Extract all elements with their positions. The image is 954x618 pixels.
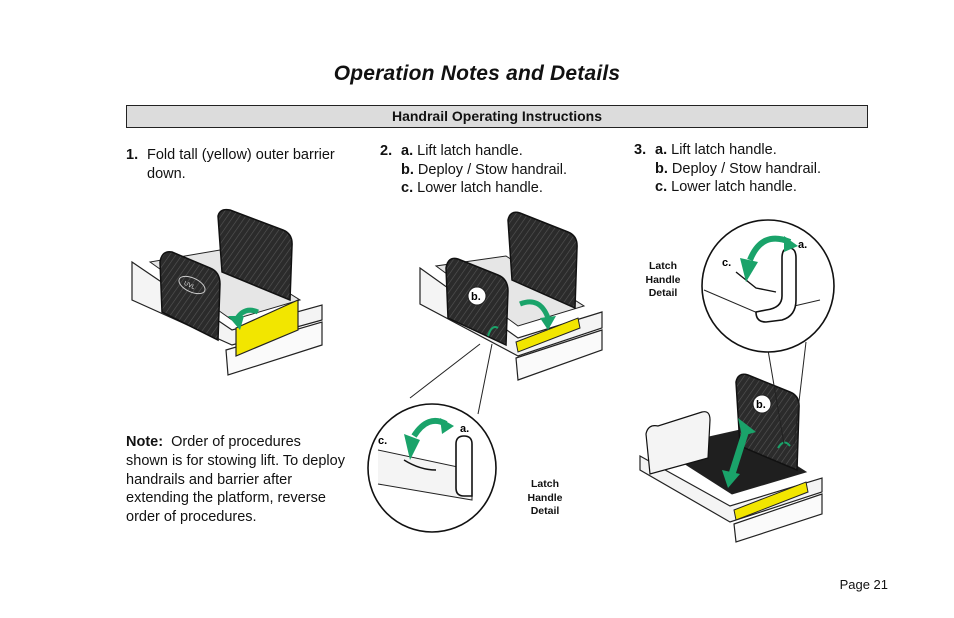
step-item-letter: a. xyxy=(401,143,414,159)
handrail-arrow-down-icon xyxy=(722,470,740,488)
rear-handrail-panel xyxy=(735,373,800,472)
detail-label-line: Detail xyxy=(530,505,560,517)
leader-line xyxy=(409,343,481,399)
callout-a: a. xyxy=(460,423,469,435)
leader-line xyxy=(793,341,807,445)
latch-arrow-icon xyxy=(487,326,499,337)
side-handrail-panel xyxy=(645,411,711,475)
step-item-letter: a. xyxy=(655,142,668,158)
step-2: 2. a. Lift latch handle. b. Deploy / Stow… xyxy=(380,142,567,198)
fold-arrow-head-icon xyxy=(228,316,244,330)
callout-c: c. xyxy=(722,257,731,269)
step-number: 2. xyxy=(380,143,393,159)
step-item-letter: b. xyxy=(401,161,414,178)
yellow-barrier xyxy=(733,481,809,521)
rear-handrail-panel xyxy=(507,211,578,310)
leader-line xyxy=(477,343,493,415)
callout-a: a. xyxy=(798,239,807,251)
callout-c: c. xyxy=(378,435,387,447)
step-item-letter: c. xyxy=(401,180,414,196)
yellow-barrier xyxy=(515,317,581,353)
detail-label-line: Latch xyxy=(648,260,677,272)
step-1: 1. Fold tall (yellow) outer barrier down. xyxy=(126,146,335,183)
platform-edge xyxy=(733,493,823,543)
handrail-arrow-icon xyxy=(519,299,551,319)
step-item-letter: b. xyxy=(655,160,668,177)
detail-label-line: Handle xyxy=(645,273,681,286)
yellow-barrier xyxy=(235,299,299,357)
section-header: Handrail Operating Instructions xyxy=(126,105,868,128)
handrail-arrow-head-icon xyxy=(540,316,556,330)
lift-illustration-3: b. a. c. xyxy=(639,219,835,543)
latch-pin xyxy=(735,271,777,293)
latch-lift-arrow-tail-icon xyxy=(440,418,454,434)
step-number: 1. xyxy=(126,147,139,163)
step-item-text: Deploy / Stow handrail. xyxy=(417,161,568,178)
step-item-text: Lift latch handle. xyxy=(671,142,777,158)
step-item-text: Lower latch handle. xyxy=(671,179,797,195)
lift-illustration-1: UVL xyxy=(131,208,323,376)
latch-lift-arrow-tail-icon xyxy=(784,236,798,252)
logo-badge xyxy=(178,275,206,295)
latch-pin xyxy=(403,459,437,471)
note: Note: Order of procedures shown is for s… xyxy=(126,433,346,527)
latch-detail-circle xyxy=(701,219,835,353)
step-item-text: Lift latch handle. xyxy=(417,143,523,159)
latch-handle-detail-label: Latch Handle Detail xyxy=(518,478,572,519)
step-3: 3. a. Lift latch handle. b. Deploy / Stow… xyxy=(634,141,821,197)
handrail-arrow-icon xyxy=(728,428,750,476)
handrail-arrow-up-icon xyxy=(738,418,756,436)
step-item-letter: c. xyxy=(655,179,668,195)
platform-base xyxy=(639,454,823,523)
page-title: Operation Notes and Details xyxy=(333,62,621,85)
latch-handle-detail-label: Latch Handle Detail xyxy=(636,260,690,301)
lift-illustration-2: b. a. c. xyxy=(367,211,603,533)
leader-line xyxy=(767,349,785,445)
latch-lift-arrow-head-icon xyxy=(740,258,758,282)
step-text: Fold tall (yellow) outer barrier xyxy=(147,147,335,163)
detail-label-line: Handle xyxy=(527,491,563,504)
callout-b: b. xyxy=(471,291,481,303)
step-text: down. xyxy=(147,165,186,182)
detail-label-line: Detail xyxy=(648,287,678,299)
step-item-text: Deploy / Stow handrail. xyxy=(671,160,822,177)
logo-text: UVL xyxy=(183,281,197,292)
side-handrail-panel xyxy=(159,250,221,342)
step-number: 3. xyxy=(634,142,647,158)
platform-edge xyxy=(515,329,603,381)
callout-b-badge xyxy=(752,394,772,414)
callout-b: b. xyxy=(756,399,766,411)
callout-b-badge xyxy=(467,286,487,306)
latch-handle xyxy=(455,435,473,497)
latch-lift-arrow-head-icon xyxy=(404,434,420,460)
note-text: Order of procedures shown is for stowing… xyxy=(126,434,345,526)
detail-label-line: Latch xyxy=(530,478,559,490)
page-number: Page 21 xyxy=(839,577,888,592)
note-label: Note: xyxy=(126,434,164,450)
step-item-text: Lower latch handle. xyxy=(417,180,543,196)
rear-handrail-panel xyxy=(217,208,293,302)
